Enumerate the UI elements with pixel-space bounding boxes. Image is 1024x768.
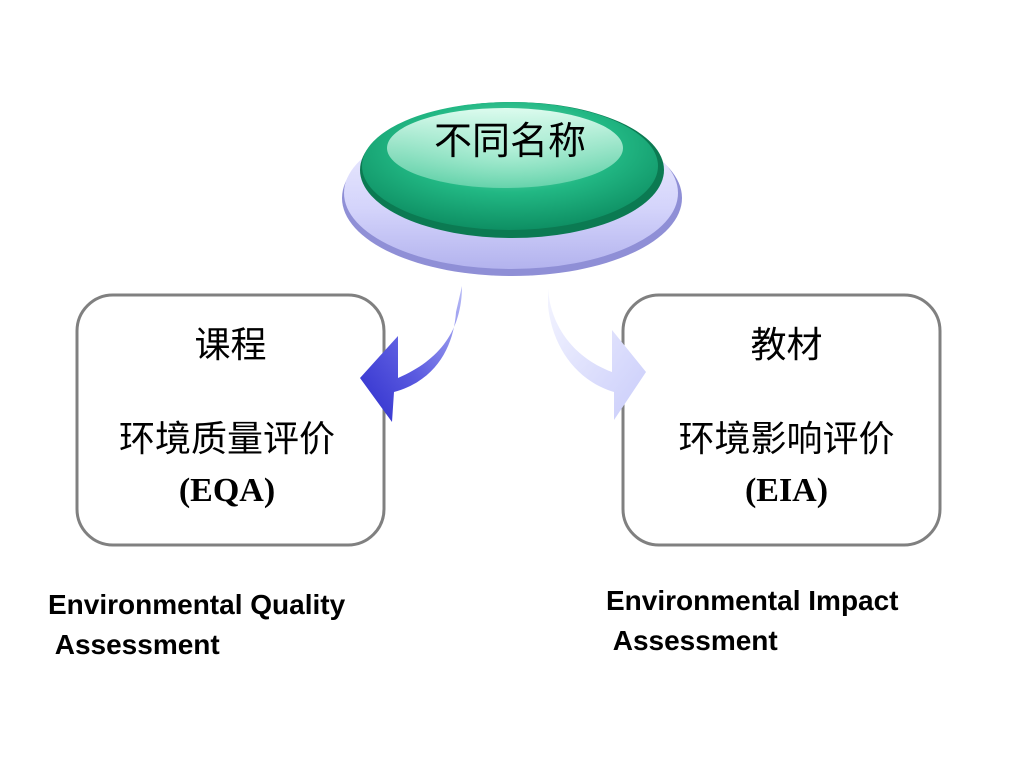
left-box-abbreviation: (EQA) bbox=[178, 472, 276, 509]
right-box-term-cn: 环境影响评价 bbox=[678, 419, 895, 460]
left-caption-line2: Assessment bbox=[48, 629, 220, 660]
curved-arrow-down-left-icon bbox=[360, 286, 462, 422]
center-oval bbox=[360, 102, 664, 238]
left-box-heading: 课程 bbox=[194, 325, 267, 366]
left-box-term-cn: 环境质量评价 bbox=[118, 419, 335, 460]
center-title: 不同名称 bbox=[433, 119, 586, 163]
right-box-abbreviation: (EIA) bbox=[744, 472, 829, 509]
right-box bbox=[621, 293, 942, 547]
right-box-abbr: (EIA) bbox=[628, 474, 945, 508]
right-box-heading: 教材 bbox=[750, 325, 823, 366]
right-box-content: 教材 bbox=[628, 328, 945, 364]
left-box-abbr: (EQA) bbox=[77, 474, 377, 508]
right-box-term: 环境影响评价 bbox=[628, 422, 945, 458]
left-caption-line1: Environmental Quality bbox=[48, 589, 346, 620]
left-box bbox=[75, 293, 386, 547]
curved-arrow-down-right-icon bbox=[548, 288, 646, 420]
left-box-content: 课程 bbox=[77, 328, 384, 364]
right-caption-line1: Environmental Impact bbox=[606, 585, 899, 616]
right-caption-line2: Assessment bbox=[606, 625, 778, 656]
left-box-term: 环境质量评价 bbox=[77, 422, 377, 458]
